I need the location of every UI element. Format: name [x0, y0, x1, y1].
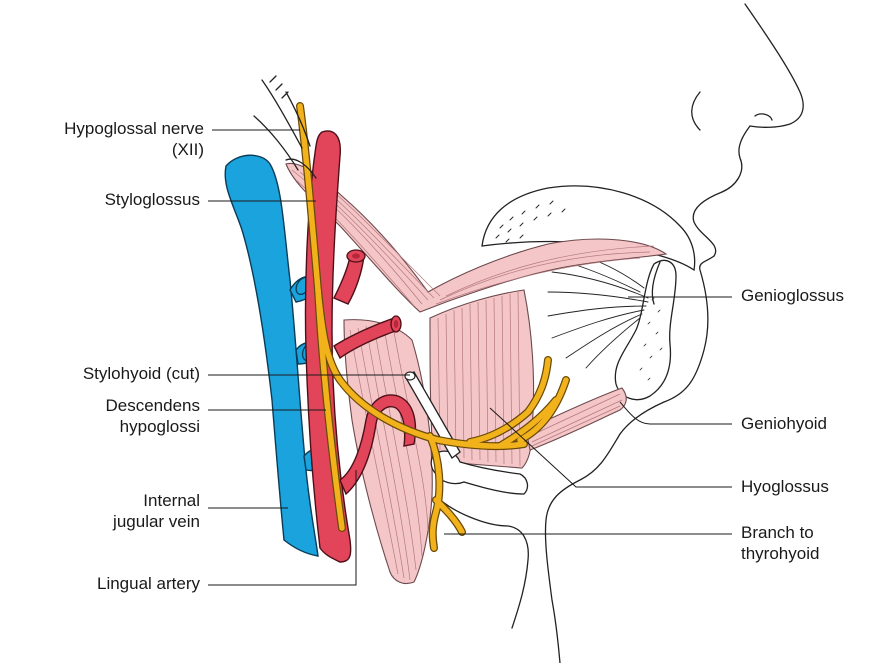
label-hyoglossus: Hyoglossus	[741, 476, 829, 497]
label-stylohyoid-cut: Stylohyoid (cut)	[0, 363, 200, 384]
label-internal-jugular-line2: jugular vein	[0, 511, 200, 532]
label-hyoglossus-text: Hyoglossus	[741, 476, 829, 497]
thyrohyoid-muscle	[344, 320, 432, 584]
label-lingual-artery-text: Lingual artery	[0, 573, 200, 594]
label-geniohyoid: Geniohyoid	[741, 413, 827, 434]
label-internal-jugular-vein: Internal jugular vein	[0, 490, 200, 532]
label-geniohyoid-text: Geniohyoid	[741, 413, 827, 434]
label-hypoglossal-nerve-line1: Hypoglossal nerve	[0, 118, 204, 139]
label-hypoglossal-nerve-line2: (XII)	[0, 139, 204, 160]
label-styloglossus-text: Styloglossus	[0, 189, 200, 210]
label-descendens-line1: Descendens	[0, 395, 200, 416]
label-lingual-artery: Lingual artery	[0, 573, 200, 594]
label-branch-thyrohyoid-line2: thyrohyoid	[741, 543, 819, 564]
label-branch-thyrohyoid-line1: Branch to	[741, 522, 819, 543]
leader-geniohyoid	[620, 402, 732, 424]
label-styloglossus: Styloglossus	[0, 189, 200, 210]
label-genioglossus-text: Genioglossus	[741, 285, 844, 306]
label-descendens-line2: hypoglossi	[0, 416, 200, 437]
label-branch-to-thyrohyoid: Branch to thyrohyoid	[741, 522, 819, 564]
label-internal-jugular-line1: Internal	[0, 490, 200, 511]
label-stylohyoid-cut-text: Stylohyoid (cut)	[0, 363, 200, 384]
label-hypoglossal-nerve: Hypoglossal nerve (XII)	[0, 118, 204, 160]
label-genioglossus: Genioglossus	[741, 285, 844, 306]
label-descendens-hypoglossi: Descendens hypoglossi	[0, 395, 200, 437]
